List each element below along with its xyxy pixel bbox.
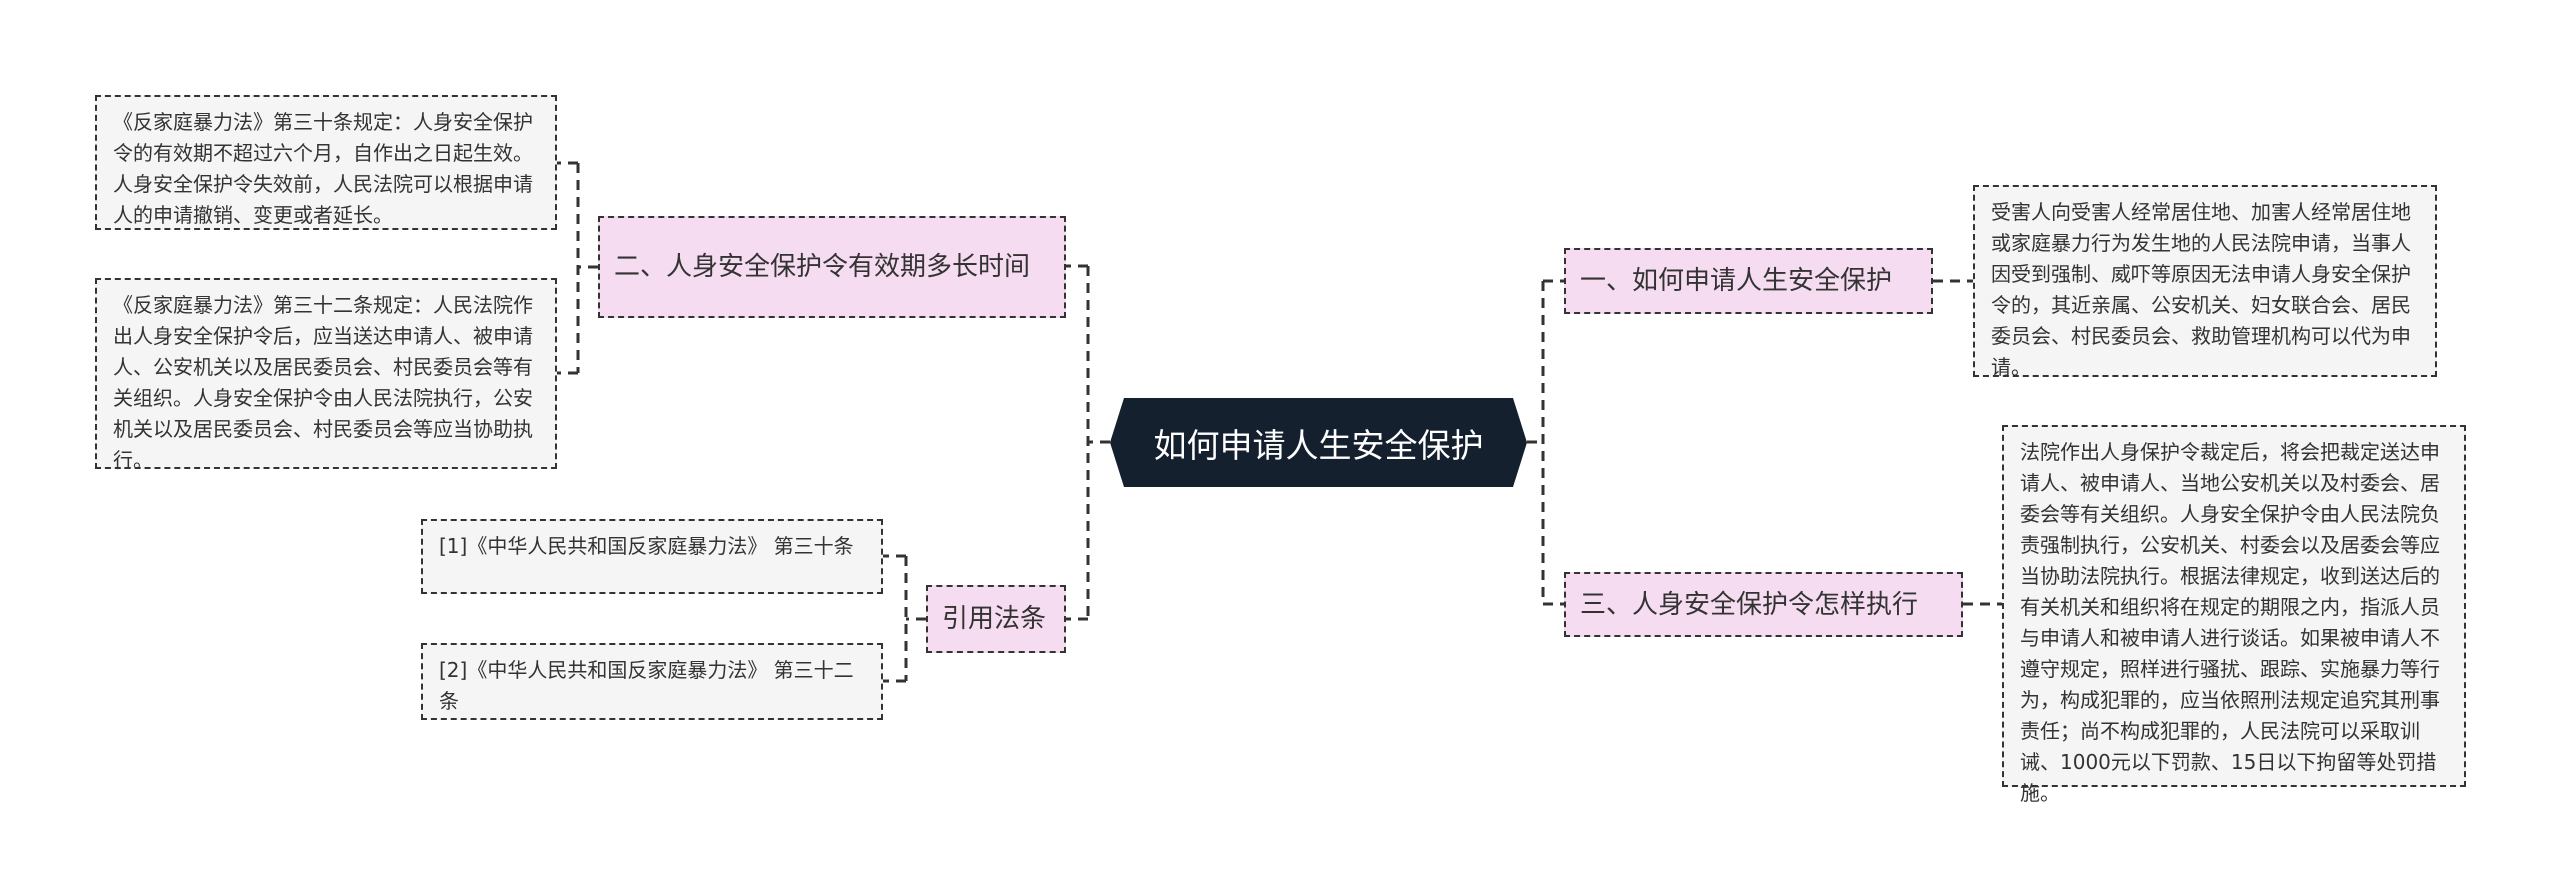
leaf-citation-2[interactable]: [2]《中华人民共和国反家庭暴力法》 第三十二条 (421, 643, 883, 720)
root-shape (1110, 398, 1527, 487)
leaf-how-to-apply[interactable]: 受害人向受害人经常居住地、加害人经常居住地或家庭暴力行为发生地的人民法院申请，当… (1973, 185, 2437, 379)
branch-label: 二、人身安全保护令有效期多长时间 (614, 252, 1031, 282)
leaf-execution[interactable]: 法院作出人身保护令裁定后，将会把裁定送达申请人、被申请人、当地公安机关以及村委会… (2002, 425, 2466, 805)
branch-how-to-apply[interactable]: 一、如何申请人生安全保护 (1564, 248, 1933, 314)
leaf-article-30[interactable]: 《反家庭暴力法》第三十条规定：人身安全保护令的有效期不超过六个月，自作出之日起生… (95, 95, 557, 230)
leaf-text: 受害人向受害人经常居住地、加害人经常居住地或家庭暴力行为发生地的人民法院申请，当… (1991, 200, 2411, 379)
leaf-citation-1[interactable]: [1]《中华人民共和国反家庭暴力法》 第三十条 (421, 519, 883, 594)
branch-execution[interactable]: 三、人身安全保护令怎样执行 (1564, 572, 1963, 637)
root-topic[interactable]: 如何申请人生安全保护 (1110, 398, 1527, 487)
leaf-text: 《反家庭暴力法》第三十二条规定：人民法院作出人身安全保护令后，应当送达申请人、被… (113, 293, 533, 472)
leaf-text: 法院作出人身保护令裁定后，将会把裁定送达申请人、被申请人、当地公安机关以及村委会… (2020, 440, 2440, 805)
root-title: 如何申请人生安全保护 (1153, 425, 1484, 465)
leaf-article-32[interactable]: 《反家庭暴力法》第三十二条规定：人民法院作出人身安全保护令后，应当送达申请人、被… (95, 278, 557, 472)
leaf-text: [2]《中华人民共和国反家庭暴力法》 第三十二条 (439, 658, 854, 713)
branch-validity-period[interactable]: 二、人身安全保护令有效期多长时间 (598, 216, 1066, 318)
branch-label: 引用法条 (942, 604, 1047, 634)
leaf-text: [1]《中华人民共和国反家庭暴力法》 第三十条 (439, 534, 854, 558)
leaf-text: 《反家庭暴力法》第三十条规定：人身安全保护令的有效期不超过六个月，自作出之日起生… (113, 110, 533, 227)
branch-cited-articles[interactable]: 引用法条 (926, 585, 1066, 653)
branch-label: 三、人身安全保护令怎样执行 (1580, 589, 1919, 620)
branch-label: 一、如何申请人生安全保护 (1580, 266, 1893, 296)
